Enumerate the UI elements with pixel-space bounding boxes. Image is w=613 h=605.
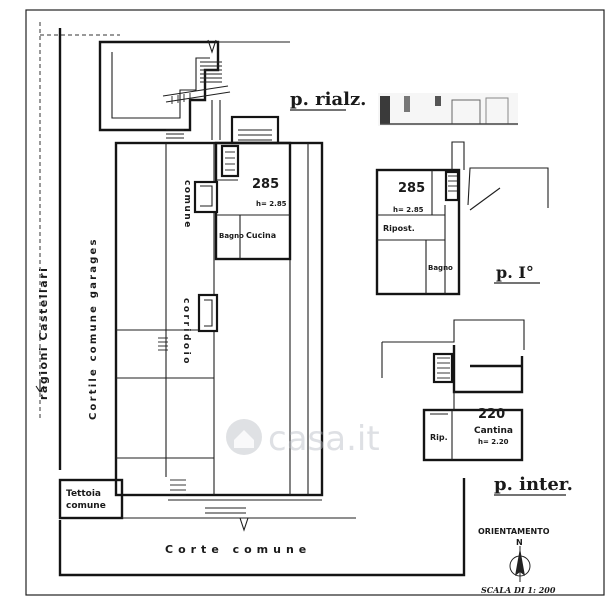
shed-label-line2: comune (66, 501, 106, 511)
stair-mark-bottom (170, 479, 186, 496)
compass-north-icon (509, 546, 531, 582)
unit-first-height: h= 2.85 (393, 206, 424, 214)
cantina-label: Cantina (474, 426, 513, 436)
garage-court-label: Cortile comune garages (88, 237, 99, 420)
bagno-first-label: Bagno (428, 264, 453, 272)
cucina-rialz-label: Cucina (246, 231, 276, 240)
gate-bottom (205, 507, 249, 532)
top-right-thumbnail (378, 93, 518, 126)
stair-mark-mid (158, 337, 168, 351)
corridor-lower-label: corridoio (181, 298, 191, 366)
first-floor-balcony (451, 141, 465, 170)
corridor-upper-label: comune (182, 180, 192, 229)
floor-label-first: p. I° (496, 263, 534, 282)
corridor-niche-inner (204, 299, 213, 327)
sheet-border (25, 9, 605, 596)
floor-label-rialz: p. rialz. (290, 89, 366, 110)
scale-label: SCALA DI 1: 200 (481, 585, 556, 595)
watermark: casa.it (226, 419, 380, 459)
orientation-label: ORIENTAMENTO (478, 527, 550, 536)
unit-first-number: 285 (398, 181, 425, 196)
stairwell-top (230, 115, 280, 145)
top-block-inner (111, 52, 210, 119)
top-block-wall (98, 40, 220, 132)
street-arrow (35, 380, 45, 393)
entry-passage (211, 100, 221, 140)
main-building-plan (35, 22, 466, 577)
first-floor-outline (375, 168, 461, 296)
first-floor-terrace (467, 167, 549, 211)
entrance-stair-top (162, 39, 231, 104)
courtyard-label: Corte comune (165, 543, 311, 556)
unit-rialz-number: 285 (252, 177, 279, 192)
floor-label-inter: p. inter. (494, 474, 573, 495)
ripost-first-label: Ripost. (383, 224, 415, 233)
apartment-rialz (193, 141, 292, 261)
rip-inter-label: Rip. (430, 433, 448, 442)
north-label: N (516, 538, 523, 547)
basement-plan (381, 319, 525, 462)
unit-inter-number: 220 (478, 407, 505, 422)
street-label: ragioni Castellari (37, 267, 50, 400)
basement-mid-wall (452, 345, 524, 394)
unit-rialz-height: h= 2.85 (256, 200, 287, 208)
cantina-height: h= 2.20 (478, 438, 509, 446)
stair-small-left (166, 129, 184, 139)
shed-label-line1: Tettoia (66, 489, 101, 499)
courtyard-outline (58, 478, 466, 577)
cantina-outline (422, 408, 524, 462)
shed-outline (58, 478, 124, 520)
watermark-text: casa.it (268, 419, 380, 459)
basement-upper-outline (382, 319, 525, 350)
bagno-rialz-label: Bagno (219, 232, 244, 240)
first-floor-plan (375, 141, 549, 296)
